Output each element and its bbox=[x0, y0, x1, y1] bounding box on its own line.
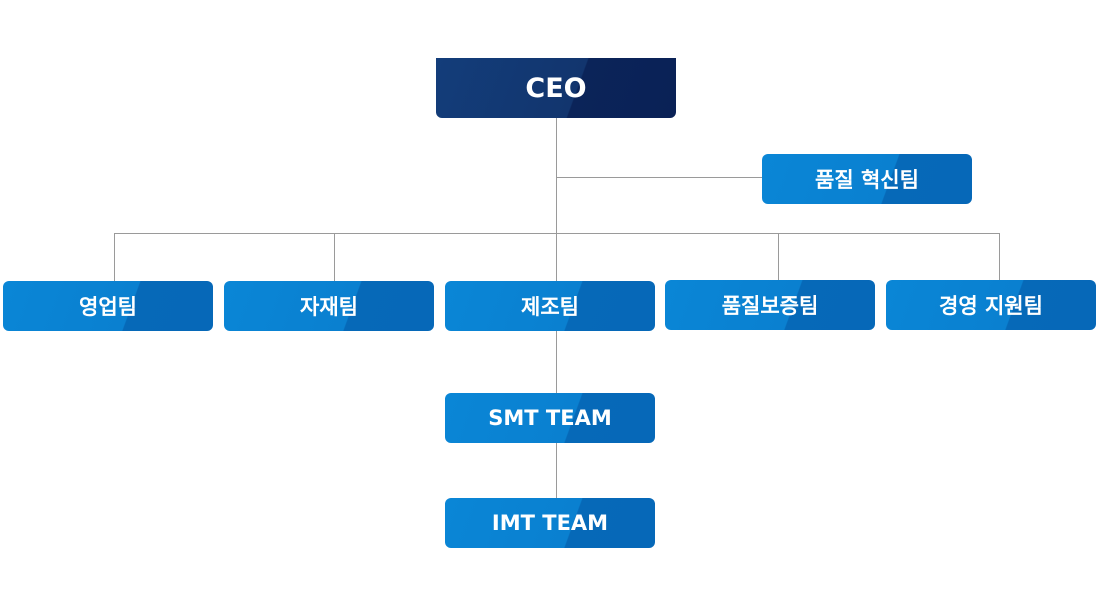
team-label: 자재팀 bbox=[300, 295, 358, 319]
team-box-manufacturing: 제조팀 bbox=[445, 281, 655, 331]
ceo-box: CEO bbox=[436, 58, 676, 118]
team-label: 경영 지원팀 bbox=[939, 294, 1043, 318]
team-label: 품질보증팀 bbox=[721, 294, 819, 318]
team-box-materials: 자재팀 bbox=[224, 281, 434, 331]
team-label: 제조팀 bbox=[521, 295, 579, 319]
staff-box-quality-innovation: 품질 혁신팀 bbox=[762, 154, 972, 204]
team-box-sales: 영업팀 bbox=[3, 281, 213, 331]
sub-team-label: SMT TEAM bbox=[488, 406, 612, 430]
team-box-management-support: 경영 지원팀 bbox=[886, 280, 1096, 330]
sub-team-box-smt: SMT TEAM bbox=[445, 393, 655, 443]
sub-team-box-imt: IMT TEAM bbox=[445, 498, 655, 548]
team-box-quality-assurance: 품질보증팀 bbox=[665, 280, 875, 330]
ceo-label: CEO bbox=[525, 72, 587, 104]
staff-label: 품질 혁신팀 bbox=[815, 168, 919, 192]
sub-team-label: IMT TEAM bbox=[491, 511, 609, 535]
team-label: 영업팀 bbox=[79, 295, 137, 319]
